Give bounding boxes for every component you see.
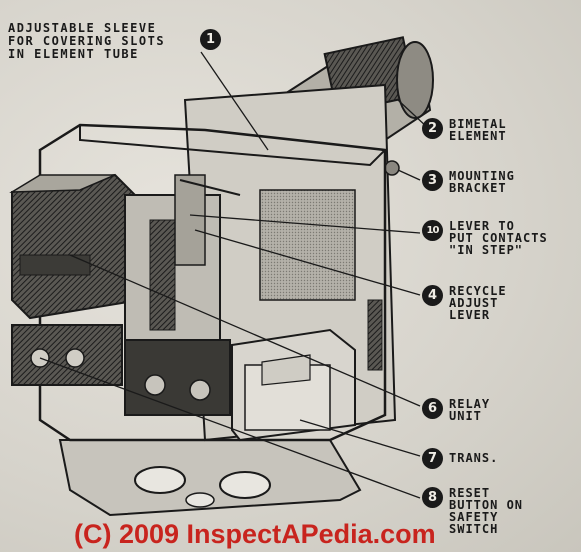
callout-7-number: 7: [422, 448, 443, 469]
callout-6: 6 RELAY UNIT: [422, 398, 490, 422]
callout-3: 3 MOUNTING BRACKET: [422, 170, 515, 194]
flange-hole-right: [219, 471, 271, 499]
callout-1-label: ADJUSTABLE SLEEVE FOR COVERING SLOTS IN …: [8, 21, 166, 61]
callout-2: 2 BIMETAL ELEMENT: [422, 118, 507, 142]
callout-8: 8 RESET BUTTON ON SAFETY SWITCH: [422, 487, 523, 535]
callout-3-number: 3: [422, 170, 443, 191]
callout-4: 4 RECYCLE ADJUST LEVER: [422, 285, 507, 321]
callout-8-label: RESET BUTTON ON SAFETY SWITCH: [449, 486, 524, 536]
callout-2-number: 2: [422, 118, 443, 139]
callout-10-number: 10: [422, 220, 443, 241]
terminal-block-center: [124, 339, 231, 416]
recycle-adjust-lever: [174, 174, 206, 266]
callout-6-number: 6: [422, 398, 443, 419]
case-body: [38, 123, 387, 442]
element-tube-end: [396, 41, 434, 119]
callout-10: 10 LEVER TO PUT CONTACTS "IN STEP": [422, 220, 548, 256]
callout-1-number: 1: [200, 29, 221, 50]
leader-lines: [39, 51, 429, 499]
copyright-watermark: (C) 2009 InspectAPedia.com: [74, 519, 436, 549]
safety-switch-housing: [11, 173, 141, 320]
flange-hole-mid: [185, 492, 215, 508]
side-vent: [367, 299, 383, 371]
callout-6-label: RELAY UNIT: [449, 397, 491, 423]
flange-hole-left: [134, 466, 186, 494]
callout-8-number: 8: [422, 487, 443, 508]
callout-7: 7 TRANS.: [422, 448, 498, 469]
callout-7-label: TRANS.: [449, 451, 499, 465]
callout-4-label: RECYCLE ADJUST LEVER: [449, 284, 507, 322]
callout-1: 1: [200, 29, 221, 50]
callout-10-label: LEVER TO PUT CONTACTS "IN STEP": [449, 219, 548, 257]
mounting-bracket-screw: [384, 160, 400, 176]
callout-3-label: MOUNTING BRACKET: [449, 169, 515, 195]
back-panel-window: [259, 189, 356, 301]
callout-4-number: 4: [422, 285, 443, 306]
callout-2-label: BIMETAL ELEMENT: [449, 117, 507, 143]
